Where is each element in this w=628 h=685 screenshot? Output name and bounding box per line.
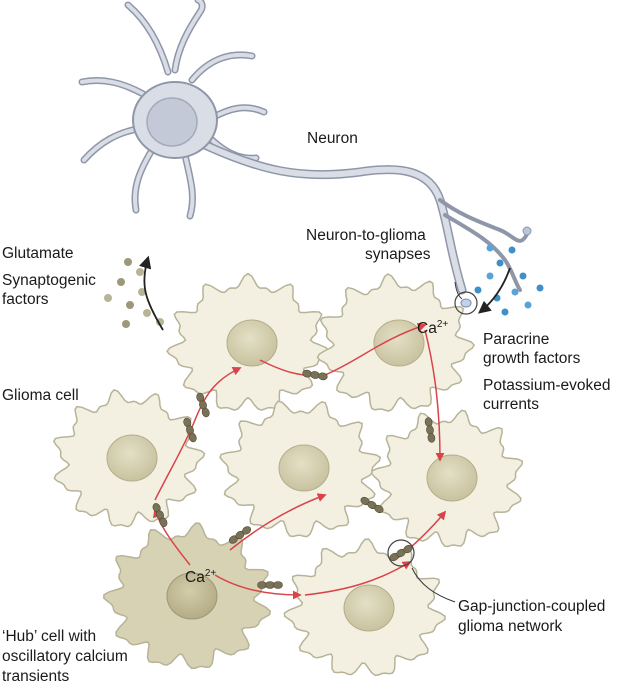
paracrine-dot [508, 246, 516, 254]
glioma-cell-nucleus [106, 434, 158, 482]
gap-junction-bead [159, 517, 168, 527]
paracrine-dot [519, 272, 527, 280]
label-glutamate: Glutamate [2, 245, 74, 262]
label-neuron-to-glioma-line2: synapses [365, 246, 431, 263]
gap-junction [389, 544, 413, 562]
glutamate-dot [117, 278, 125, 286]
paracrine-dot [511, 288, 519, 296]
glioma-cell-center [219, 400, 382, 538]
label-calcium-hub: Ca2+ [185, 568, 216, 586]
paracrine-release-arrow [478, 267, 511, 314]
gap-junction [302, 369, 328, 381]
paracrine-factors [474, 244, 544, 316]
neuron-nucleus [146, 97, 198, 147]
synapse-pointer [454, 281, 463, 300]
glioma-cell-nucleus [278, 444, 330, 492]
label-paracrine-line1: Paracrine [483, 331, 549, 348]
glutamate-dot [143, 309, 151, 317]
calcium-arrow [154, 367, 242, 501]
hub-cell [103, 522, 271, 669]
label-calcium-top: Ca2+ [417, 319, 448, 337]
label-gap-junction-line2: glioma network [458, 618, 562, 635]
paracrine-dot [474, 286, 482, 294]
glutamate-dot [122, 320, 130, 328]
label-synaptogenic-line1: Synaptogenic [2, 272, 96, 289]
paracrine-dot [524, 301, 532, 309]
label-paracrine-line2: growth factors [483, 350, 581, 367]
glutamate-dot [136, 268, 144, 276]
glioma-cell-nucleus [226, 319, 278, 367]
glioma-cell-right [370, 409, 524, 548]
glioma-cell-nucleus [373, 319, 425, 367]
paracrine-dot [486, 244, 494, 252]
glioma-cell-top-right [316, 273, 476, 412]
gap-junction [196, 392, 210, 418]
label-gap-junction-line1: Gap-junction-coupled [458, 598, 605, 615]
gap-junction-highlight-circle [387, 539, 415, 567]
gap-junction-bead [374, 504, 384, 514]
label-hub-line2: oscillatory calcium [2, 648, 128, 665]
gap-junction-bead [188, 432, 197, 443]
gap-junction [360, 496, 384, 514]
hub-cell-nucleus [166, 572, 218, 620]
paracrine-dot [486, 272, 494, 280]
paracrine-dot [501, 308, 509, 316]
calcium-arrow [214, 574, 302, 600]
glioma-cell-nucleus [426, 454, 478, 502]
label-neuron: Neuron [307, 130, 358, 147]
paracrine-dot [536, 284, 544, 292]
gap-junction-pointer [411, 567, 456, 603]
gap-junction [257, 581, 283, 589]
synapse-icon [460, 298, 472, 308]
glutamate-dot [138, 288, 146, 296]
gap-junction-bead [427, 433, 436, 443]
gap-junction [183, 417, 197, 443]
glioma-cells [52, 272, 524, 677]
gap-junction-bead [273, 581, 283, 589]
glioma-cell-top-left [166, 272, 330, 411]
gap-junction-bead [265, 581, 275, 589]
glutamate-dot [126, 301, 134, 309]
label-potassium-line2: currents [483, 396, 539, 413]
glutamate-dot [124, 258, 132, 266]
glioma-cell-nucleus [343, 584, 395, 632]
label-hub-line1: ‘Hub’ cell with [2, 628, 96, 645]
gap-junction-bead [318, 372, 328, 381]
label-potassium-line1: Potassium-evoked [483, 377, 611, 394]
calcium-arrow [304, 561, 412, 596]
gap-junction [152, 503, 168, 527]
glioma-cell-left [52, 389, 206, 528]
label-hub-line3: transients [2, 668, 69, 685]
glioma-cell-bottom [283, 538, 446, 677]
neuron [78, 0, 532, 295]
gap-junction-bead [201, 407, 210, 418]
label-glioma-cell: Glioma cell [2, 387, 79, 404]
neuron-axon [200, 140, 532, 295]
glutamate-dot [104, 294, 112, 302]
label-synaptogenic-line2: factors [2, 291, 49, 308]
gap-junctions [152, 369, 436, 589]
paracrine-dot [496, 259, 504, 267]
gap-junction-bead [242, 526, 252, 535]
calcium-wave-arrows [153, 323, 447, 600]
calcium-arrow [424, 329, 445, 462]
calcium-arrow [229, 493, 327, 551]
gap-junction [424, 417, 436, 443]
gap-junction [228, 526, 252, 544]
glutamate-release-arrow [139, 255, 164, 331]
synapse-highlight-circle [454, 291, 478, 315]
gap-junction-bead [257, 581, 267, 589]
label-neuron-to-glioma-line1: Neuron-to-glioma [306, 227, 426, 244]
